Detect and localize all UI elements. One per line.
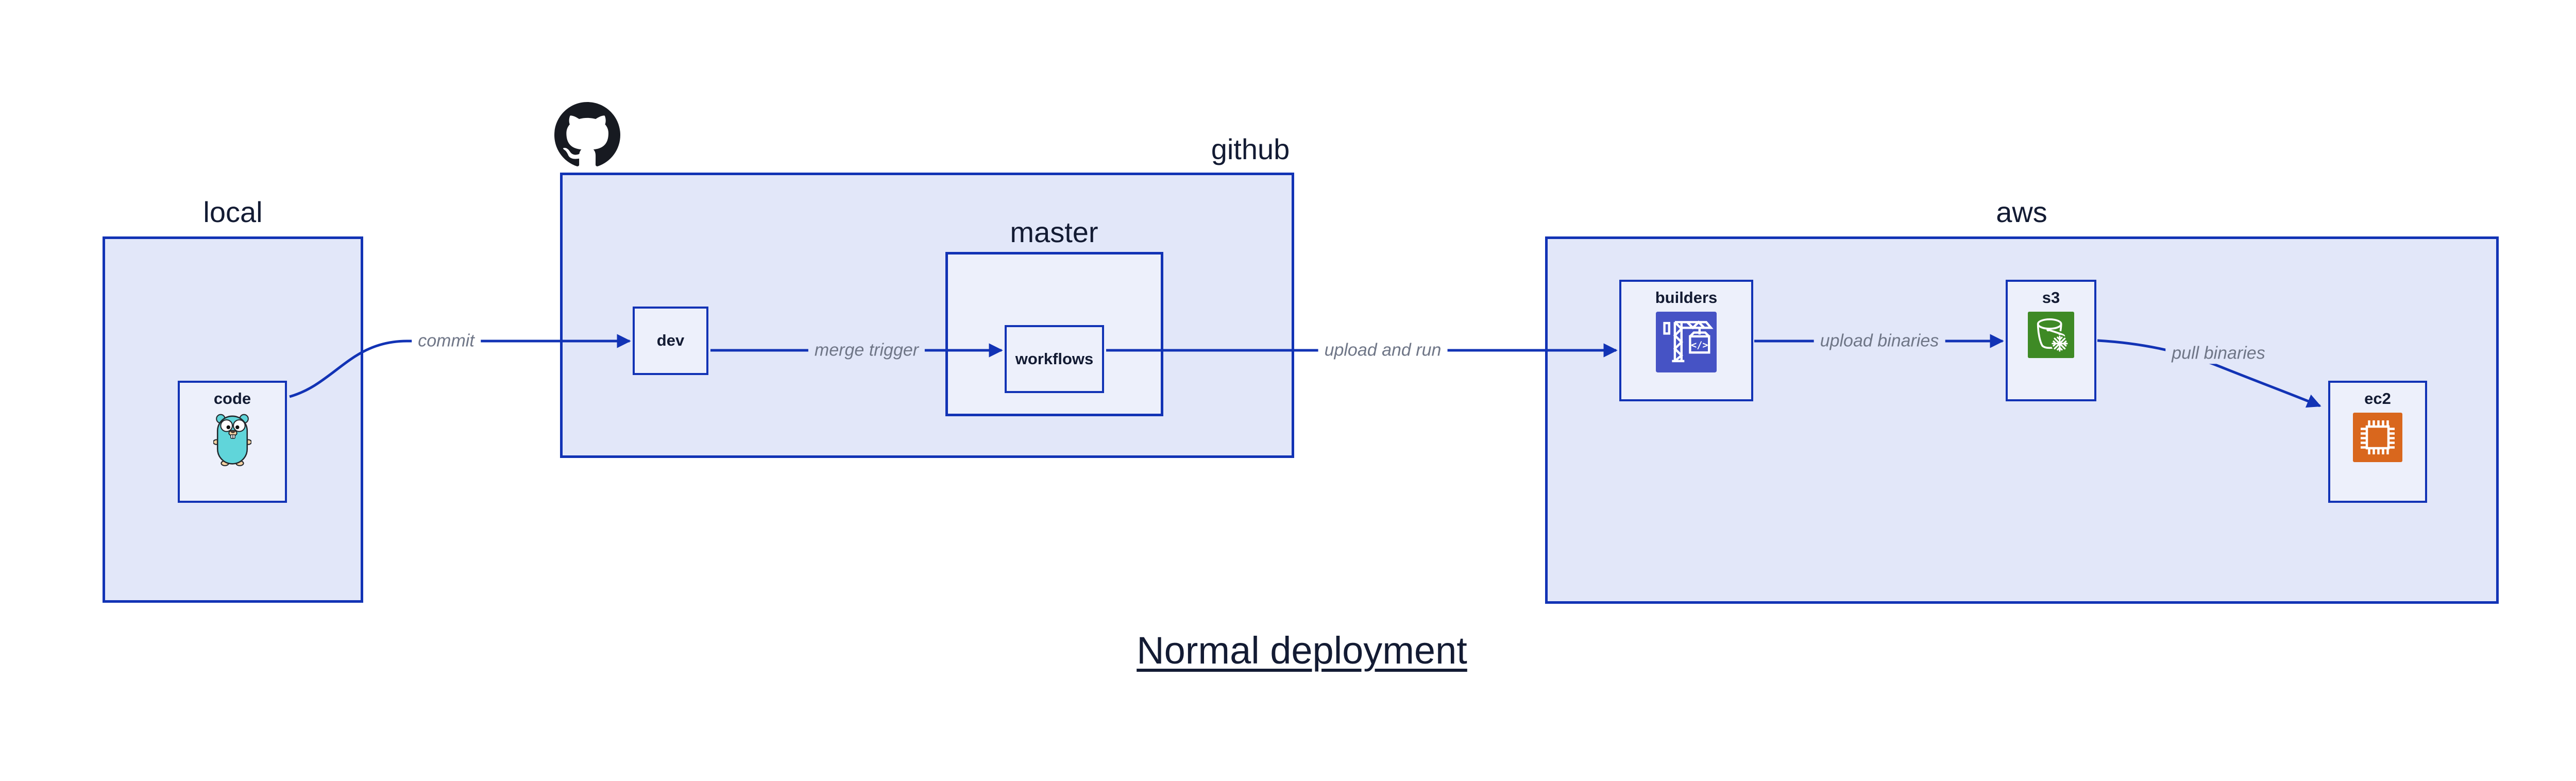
group-label-local: local xyxy=(203,196,263,228)
node-workflows-label: workflows xyxy=(1015,349,1094,368)
github-octocat-icon xyxy=(554,102,620,166)
group-label-github: github xyxy=(1211,133,1290,165)
node-ec2-label: ec2 xyxy=(2364,389,2391,408)
edge-label-upload-and-run: upload and run xyxy=(1318,339,1448,361)
node-s3: s3 xyxy=(2006,280,2096,401)
ec2-chip-icon xyxy=(2353,413,2402,463)
node-s3-label: s3 xyxy=(2042,288,2060,307)
node-code-label: code xyxy=(213,389,251,408)
edge-label-merge-trigger: merge trigger xyxy=(808,339,925,361)
s3-bucket-icon xyxy=(2028,312,2074,359)
diagram-title: Normal deployment xyxy=(1137,629,1467,672)
svg-text:</>: </> xyxy=(1691,340,1708,351)
node-builders: builders </> xyxy=(1619,280,1753,401)
node-builders-label: builders xyxy=(1655,288,1718,307)
edge-label-upload-binaries: upload binaries xyxy=(1814,330,1945,352)
edge-label-commit: commit xyxy=(412,330,481,352)
codebuild-crane-icon: </> xyxy=(1656,312,1717,373)
node-dev-label: dev xyxy=(656,331,685,350)
node-ec2: ec2 xyxy=(2328,381,2427,503)
node-dev: dev xyxy=(633,307,708,375)
go-gopher-icon xyxy=(213,414,251,466)
group-label-aws: aws xyxy=(1996,196,2047,228)
node-workflows: workflows xyxy=(1005,325,1104,393)
node-code: code xyxy=(178,381,287,503)
edge-label-pull-binaries: pull binaries xyxy=(2165,343,2272,364)
group-label-master: master xyxy=(1010,216,1098,248)
